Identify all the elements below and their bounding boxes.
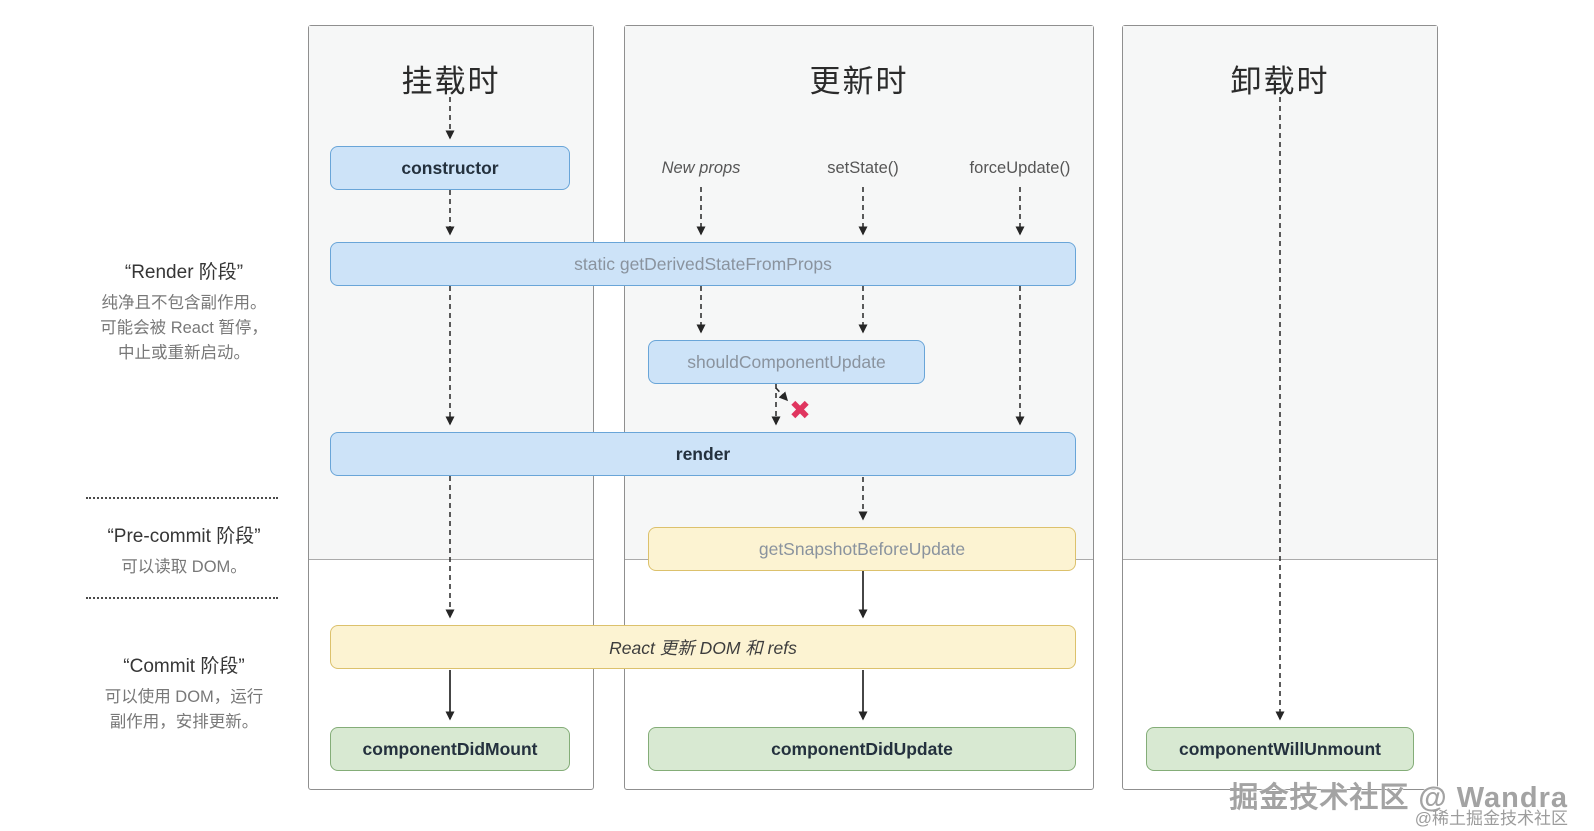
watermark-line2: @稀土掘金技术社区 — [1414, 809, 1568, 828]
panel-updating: 更新时 — [624, 25, 1094, 790]
commit-phase-desc-line: 可以使用 DOM，运行 — [104, 688, 264, 706]
pre-commit-phase-title: “Pre-commit 阶段” — [107, 526, 261, 547]
render-phase-desc-line: 纯净且不包含副作用。 — [101, 294, 267, 312]
render-phase-desc-line: 可能会被 React 暂停， — [100, 319, 268, 337]
lifecycle-box-constructor: constructor — [330, 146, 570, 190]
lifecycle-box-react-updates-dom: React 更新 DOM 和 refs — [330, 625, 1076, 669]
render-phase-label: “Render 阶段” 纯净且不包含副作用。 可能会被 React 暂停， 中止… — [56, 257, 312, 366]
phase-separator-dotted-line — [86, 497, 278, 499]
lifecycle-box-component-will-unmount: componentWillUnmount — [1146, 727, 1414, 771]
lifecycle-box-render: render — [330, 432, 1076, 476]
lifecycle-box-should-component-update: shouldComponentUpdate — [648, 340, 925, 384]
column-title-updating: 更新时 — [809, 64, 909, 99]
render-phase-background — [625, 26, 1093, 560]
lifecycle-box-get-snapshot-before-update: getSnapshotBeforeUpdate — [648, 527, 1076, 571]
render-phase-background — [309, 26, 593, 560]
watermark-line1: 掘金技术社区 @ Wandra — [1229, 782, 1568, 814]
pre-commit-phase-desc-line: 可以读取 DOM。 — [121, 558, 247, 576]
trigger-set-state: setState() — [827, 159, 899, 177]
commit-phase-desc-line: 副作用，安排更新。 — [109, 713, 259, 731]
render-phase-desc-line: 中止或重新启动。 — [118, 344, 250, 362]
column-title-unmounting: 卸载时 — [1230, 64, 1330, 99]
lifecycle-box-component-did-update: componentDidUpdate — [648, 727, 1076, 771]
render-phase-title: “Render 阶段” — [124, 262, 244, 283]
lifecycle-box-component-did-mount: componentDidMount — [330, 727, 570, 771]
cancel-x-icon: ✖ — [789, 395, 811, 425]
panel-mounting: 挂载时 — [308, 25, 594, 790]
commit-phase-title: “Commit 阶段” — [123, 656, 245, 677]
trigger-force-update: forceUpdate() — [969, 159, 1071, 177]
commit-phase-label: “Commit 阶段” 可以使用 DOM，运行 副作用，安排更新。 — [56, 651, 312, 735]
column-title-mounting: 挂载时 — [401, 64, 501, 99]
lifecycle-box-get-derived-state-from-props: static getDerivedStateFromProps — [330, 242, 1076, 286]
render-phase-background — [1123, 26, 1437, 560]
trigger-new-props: New props — [661, 159, 741, 177]
panel-unmounting: 卸载时 — [1122, 25, 1438, 790]
phase-separator-dotted-line — [86, 597, 278, 599]
pre-commit-phase-label: “Pre-commit 阶段” 可以读取 DOM。 — [56, 521, 312, 580]
